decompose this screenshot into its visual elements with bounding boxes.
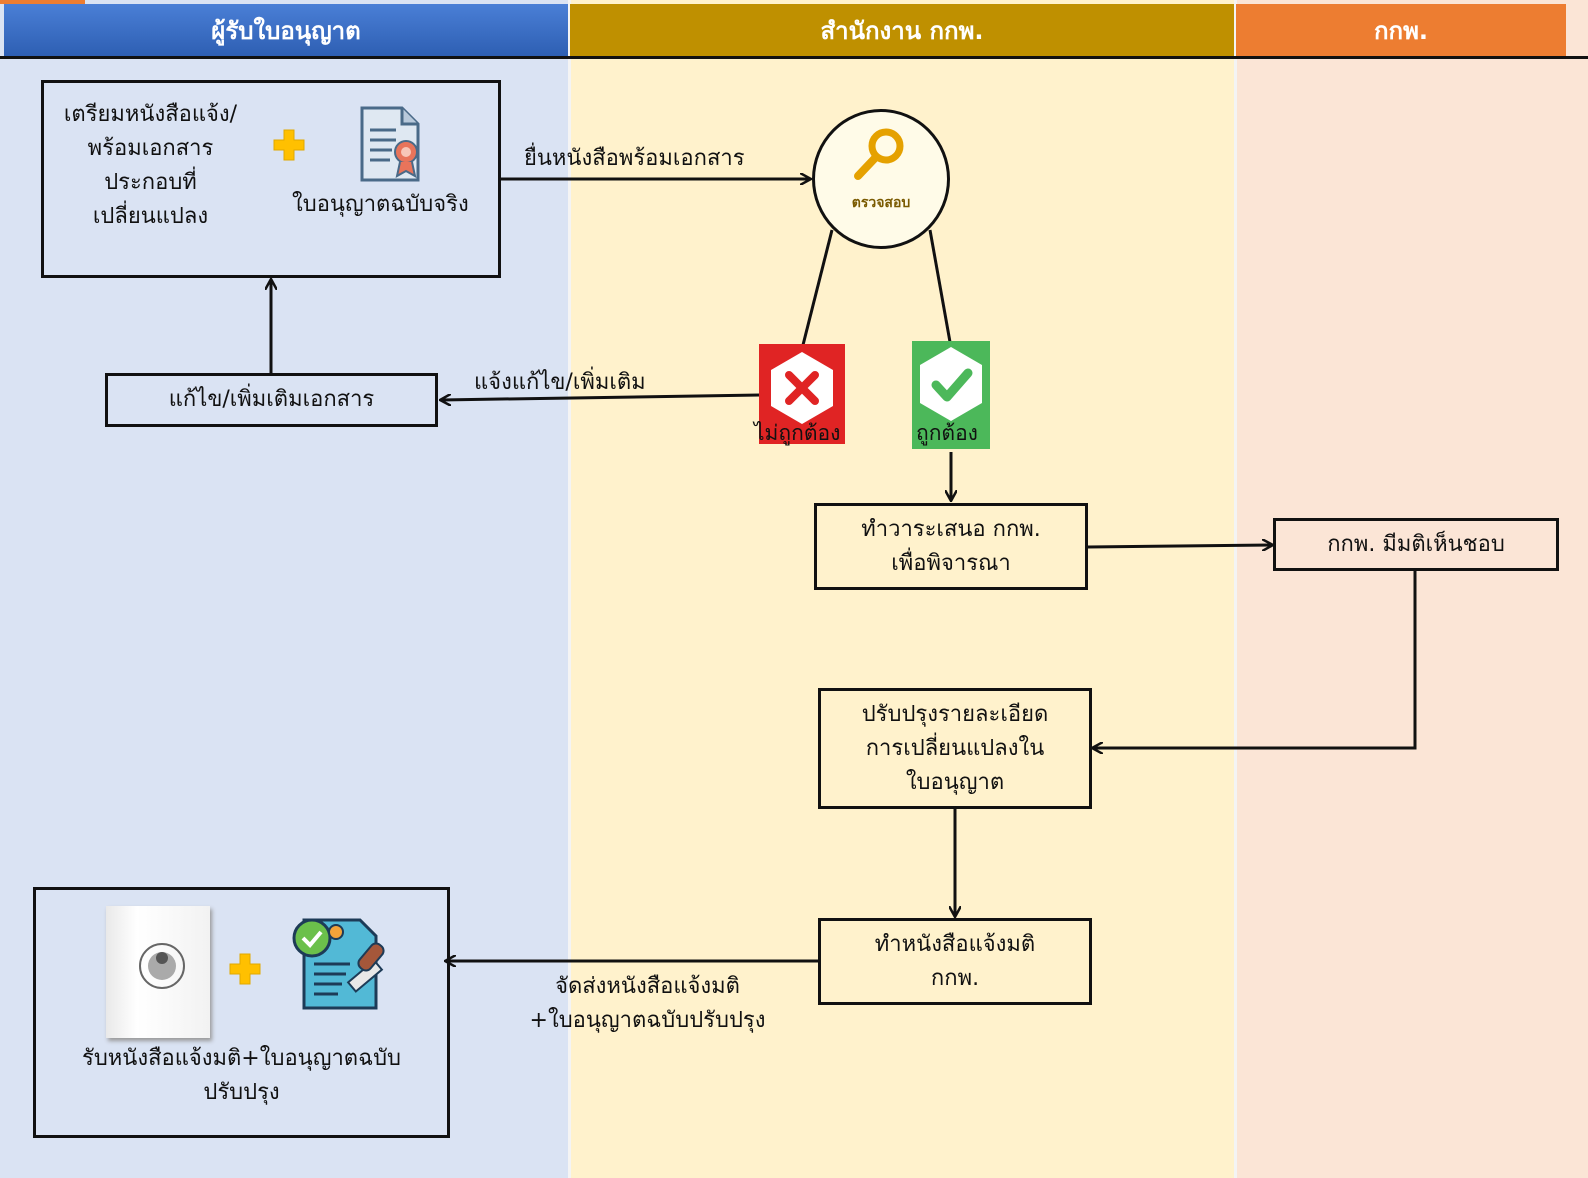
notify-box: ทำหนังสือแจ้งมติ กกพ. — [818, 918, 1092, 1005]
license-original-label: ใบอนุญาตฉบับจริง — [292, 192, 469, 217]
check-label: ตรวจสอบ — [851, 195, 911, 211]
lane-commission — [1235, 0, 1588, 1178]
edge-label-notify-fix: แจ้งแก้ไข/เพิ่มเติม — [474, 370, 646, 395]
emblem-book-icon — [106, 906, 210, 1038]
lane-header-commission: กกพ. — [1236, 4, 1566, 56]
receive-box — [33, 887, 450, 1138]
agenda-box: ทำวาระเสนอ กกพ. เพื่อพิจารณา — [814, 503, 1088, 590]
lane-licensee — [0, 0, 570, 1178]
prepare-text: เตรียมหนังสือแจ้ง/ พร้อมเอกสาร ประกอบที่… — [63, 102, 238, 229]
plus-icon — [228, 952, 262, 990]
approve-box: กกพ. มีมติเห็นชอบ — [1273, 518, 1559, 571]
check-mark-icon — [912, 341, 990, 449]
arrow-notify-fix — [441, 393, 761, 400]
certificate-document-icon — [356, 104, 426, 188]
edge-label-submit: ยื่นหนังสือพร้อมเอกสาร — [524, 146, 745, 171]
magnifier-icon — [850, 126, 912, 188]
edge-label-send: จัดส่งหนังสือแจ้งมติ +ใบอนุญาตฉบับปรับปร… — [529, 974, 766, 1033]
arrow-agenda-to-approve — [1087, 545, 1272, 547]
receive-text: รับหนังสือแจ้งมติ+ใบอนุญาตฉบับ ปรับปรุง — [82, 1046, 401, 1105]
plus-icon — [272, 128, 306, 166]
line-to-incorrect — [801, 229, 834, 346]
lane-header-office: สำนักงาน กกพ. — [570, 4, 1234, 56]
correct-label: ถูกต้อง — [916, 421, 978, 445]
header-divider — [0, 56, 1588, 59]
fix-documents-box: แก้ไข/เพิ่มเติมเอกสาร — [105, 373, 438, 427]
x-mark-icon — [759, 344, 845, 444]
lane-header-licensee: ผู้รับใบอนุญาต — [4, 4, 568, 56]
prepare-documents-box — [41, 80, 501, 278]
stamped-document-icon — [290, 912, 394, 1018]
line-to-correct — [928, 229, 952, 343]
incorrect-label: ไม่ถูกต้อง — [754, 421, 841, 445]
revise-box: ปรับปรุงรายละเอียด การเปลี่ยนแปลงใน ใบอน… — [818, 688, 1092, 809]
arrow-approve-to-revise — [1093, 571, 1417, 748]
